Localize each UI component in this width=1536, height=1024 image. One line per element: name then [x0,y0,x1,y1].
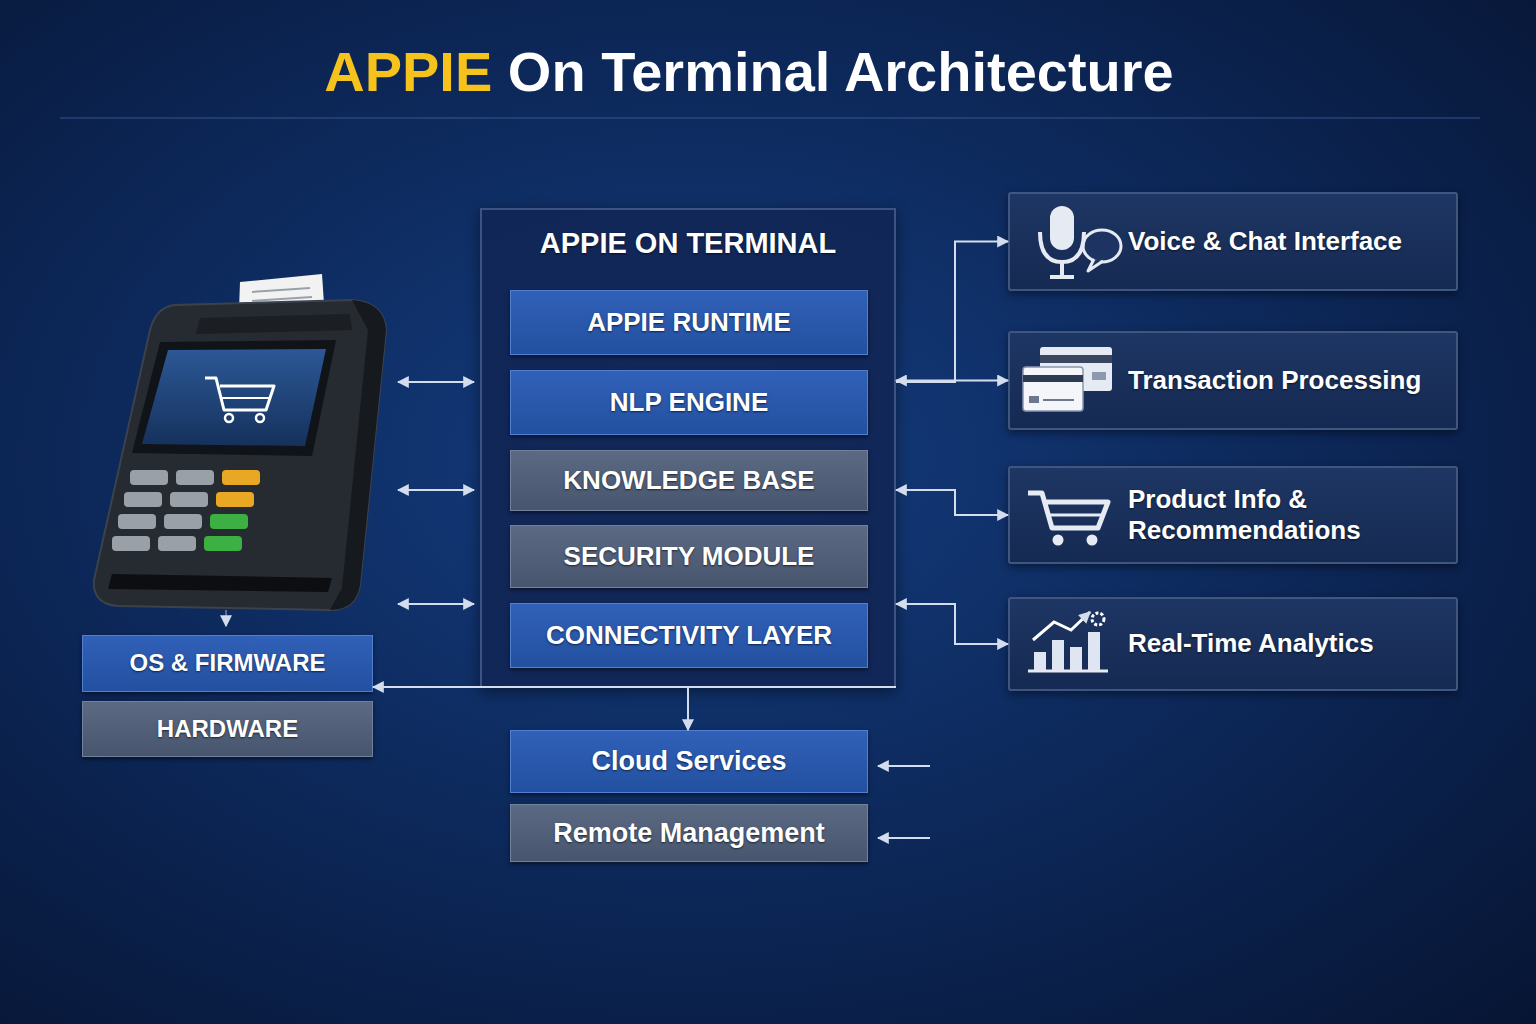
pos-terminal-illustration-part [94,300,386,610]
pos-terminal-illustration-part [252,297,312,301]
box-label: SECURITY MODULE [564,541,815,572]
module-box: SECURITY MODULE [510,525,868,588]
connector-arrow [896,380,1008,382]
pos-terminal-illustration-part [142,349,326,446]
box-label: APPIE RUNTIME [587,307,791,338]
pos-terminal-illustration-part [216,492,254,507]
connector-arrow [896,242,1008,383]
box-label: NLP ENGINE [610,387,768,418]
platform-layer-box: HARDWARE [82,701,373,757]
system-container: APPIE ON TERMINAL APPIE RUNTIME NLP ENGINE… [480,208,896,688]
box-label: Cloud Services [591,745,786,777]
pos-terminal-illustration-part [252,288,310,292]
pos-terminal-illustration-part [204,536,242,551]
module-box: APPIE RUNTIME [510,290,868,355]
pos-terminal-illustration-part [238,274,326,338]
pos-terminal-illustration-part [252,306,306,310]
terminal-link-arrows-part [225,610,227,626]
pos-terminal-illustration-part [222,470,260,485]
box-label: KNOWLEDGE BASE [563,465,814,496]
service-box: Product Info & Recommendations [1008,466,1458,564]
terminal-link-arrows-part [398,381,474,383]
pos-terminal-illustration-part [170,492,208,507]
box-label: OS & FIRMWARE [130,649,326,678]
pos-terminal-illustration [94,274,386,610]
pos-terminal-illustration-part [222,397,270,399]
pos-terminal-illustration-part [112,536,150,551]
terminal-link-arrows-part [878,765,930,767]
terminal-link-arrows-part [398,489,474,491]
pos-terminal-illustration-part [205,378,274,410]
pos-terminal-illustration-part [118,514,156,529]
pos-terminal-illustration-part [130,470,168,485]
platform-layer-box: OS & FIRMWARE [82,635,373,692]
container-heading: APPIE ON TERMINAL [540,226,836,261]
box-label: Voice & Chat Interface [1128,226,1402,257]
box-label: Product Info & Recommendations [1128,484,1446,546]
pos-terminal-illustration-part [256,414,264,422]
connector-layer [373,242,1008,731]
pos-terminal-illustration-part [124,492,162,507]
box-label: CONNECTIVITY LAYER [546,620,832,651]
title-band: APPIE On Terminal Architecture [0,38,1498,105]
box-label: Transaction Processing [1128,365,1421,396]
title-rule [60,117,1480,119]
pos-terminal-illustration-part [225,414,233,422]
cloud-service-box: Cloud Services [510,730,868,793]
pos-terminal-illustration-part [108,574,332,592]
box-label: HARDWARE [157,715,298,744]
box-label: Remote Management [553,817,825,849]
connector-arrow [896,490,1008,515]
service-box: Transaction Processing [1008,331,1458,430]
pos-terminal-illustration-part [158,536,196,551]
pos-terminal-illustration-part [196,314,352,334]
module-box: NLP ENGINE [510,370,868,435]
pos-terminal-illustration-part [164,514,202,529]
terminal-link-arrows-part [878,837,930,839]
pos-terminal-illustration-part [210,514,248,529]
service-box: Voice & Chat Interface [1008,192,1458,291]
connector-arrow [687,688,689,730]
box-label: Real-Time Analytics [1128,628,1374,659]
module-box: CONNECTIVITY LAYER [510,603,868,668]
pos-terminal-illustration-part [330,300,386,610]
diagram-title: APPIE On Terminal Architecture [324,38,1174,105]
cloud-service-box: Remote Management [510,804,868,862]
connector-arrow [896,604,1008,644]
module-box: KNOWLEDGE BASE [510,450,868,511]
terminal-link-arrows-part [398,603,474,605]
terminal-link-arrows [226,382,930,838]
service-box: Real-Time Analytics [1008,597,1458,691]
pos-terminal-illustration-part [132,340,336,456]
pos-terminal-illustration-part [176,470,214,485]
